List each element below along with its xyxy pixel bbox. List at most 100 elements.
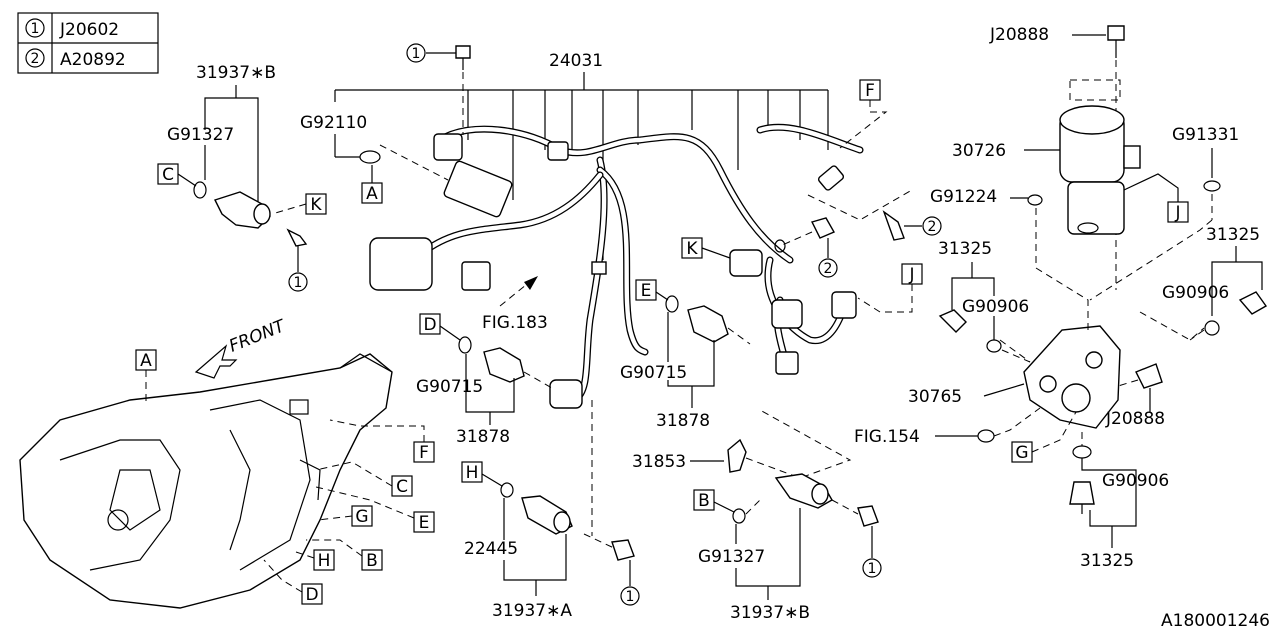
ref-d-bottom: D xyxy=(305,585,318,605)
ref-b-mid: B xyxy=(698,491,710,511)
label-j20888-mid: J20888 xyxy=(1105,409,1165,429)
label-31853: 31853 xyxy=(632,452,686,472)
ref-c-top: C xyxy=(162,165,174,185)
ref-box-b-bottom xyxy=(361,549,383,571)
actuator-30726: J20888 30726 G91331 G91224 J xyxy=(930,25,1239,290)
sensor-group-h: H 1 22445 31937∗A xyxy=(461,400,640,621)
label-g91224: G91224 xyxy=(930,187,997,207)
ref-j-mid: J xyxy=(908,265,914,285)
legend-circle-1 xyxy=(25,18,45,38)
ref-d-mid: D xyxy=(423,315,436,335)
o-ring-g91327-top xyxy=(193,181,207,199)
o-ring-g90715-left xyxy=(458,336,472,354)
label-30726: 30726 xyxy=(952,141,1006,161)
bolt-j20888-mid xyxy=(1135,363,1163,389)
ref-e-mid: E xyxy=(641,281,652,301)
circled-1-bottom-right: 1 xyxy=(868,561,877,577)
o-ring-g92110 xyxy=(359,150,381,164)
ref-c-bottom: C xyxy=(396,477,408,497)
plug-31325-bottom xyxy=(1069,481,1095,505)
ref-h-bottom: H xyxy=(318,551,331,571)
ref-b-bottom: B xyxy=(366,551,378,571)
plug-group-bottom: G90906 31325 xyxy=(1069,432,1169,571)
label-g92110: G92110 xyxy=(300,113,367,133)
g92110-group: G92110 A xyxy=(300,113,449,204)
harness-bracket: 24031 xyxy=(334,51,829,260)
circled-2-upper: 2 xyxy=(928,219,937,235)
plug-31325-left xyxy=(938,309,967,333)
harness-connector-large xyxy=(369,237,433,291)
j-ref-mid: J xyxy=(857,263,923,313)
label-g90715-right: G90715 xyxy=(620,363,687,383)
transmission-assembly: FRONT xyxy=(19,316,393,609)
o-ring-g90906-right xyxy=(1204,320,1220,336)
harness-connector-small xyxy=(461,261,491,291)
harness-connector-box xyxy=(443,160,513,218)
ref-box-d-mid xyxy=(419,313,441,335)
pressure-sensor-31878-left xyxy=(483,347,525,383)
o-ring-22445 xyxy=(500,482,514,498)
label-31937b-top: 31937∗B xyxy=(196,63,276,83)
legend-num-1: 1 xyxy=(31,21,40,37)
ref-e-bottom: E xyxy=(419,513,430,533)
ref-f-bottom: F xyxy=(419,443,429,463)
sensor-group-e: E G90715 31878 xyxy=(620,279,751,431)
ref-box-d-bottom xyxy=(301,583,323,605)
ref-box-b-mid xyxy=(693,489,715,511)
valve-body-30765: 30765 J20888 FIG.154 G xyxy=(854,219,1213,463)
ref-h-mid: H xyxy=(466,463,479,483)
harness-plug-top-left xyxy=(433,133,463,161)
ref-box-h-mid xyxy=(461,461,483,483)
f-ref-top: F 2 xyxy=(807,79,942,241)
legend-code-2: A20892 xyxy=(60,50,126,70)
sensor-group-d: D G90715 31878 xyxy=(416,313,553,447)
legend-circle-2 xyxy=(25,48,45,68)
plug-31325-right xyxy=(1238,291,1268,315)
k-ref-mid: K 2 xyxy=(681,217,838,278)
ref-k-left: K xyxy=(310,195,322,215)
label-31937a: 31937∗A xyxy=(492,601,572,621)
o-ring-g90715-right xyxy=(665,295,679,313)
fig183-group: FIG.183 xyxy=(482,276,548,333)
label-front: FRONT xyxy=(226,316,289,357)
ref-box-e-mid xyxy=(635,279,657,301)
circled-1-top: 1 xyxy=(412,46,421,62)
label-g90906-left: G90906 xyxy=(962,297,1029,317)
o-ring-g90906-left xyxy=(986,339,1002,353)
circled-1-upper-left: 1 xyxy=(294,275,303,291)
bolt-j20888-top xyxy=(1107,25,1125,41)
harness-plug-k xyxy=(729,249,763,277)
harness-plug-bottom xyxy=(549,379,583,409)
label-31325-left: 31325 xyxy=(938,239,992,259)
plug-group-left: 31325 G90906 xyxy=(938,239,1031,363)
ref-box-e-bottom xyxy=(413,511,435,533)
ref-box-h-bottom xyxy=(313,549,335,571)
label-g91331: G91331 xyxy=(1172,125,1239,145)
legend-num-2: 2 xyxy=(31,51,40,67)
harness-plug-lower xyxy=(775,351,799,375)
circled-1-bottom-mid: 1 xyxy=(626,589,635,605)
label-31325-bottom: 31325 xyxy=(1080,551,1134,571)
sensor-group-b: 31853 B 1 G91327 31937∗B xyxy=(632,409,882,623)
ref-g-bottom: G xyxy=(355,507,368,527)
legend-table: 1 J20602 2 A20892 xyxy=(17,12,159,74)
label-31878-left: 31878 xyxy=(456,427,510,447)
diagram-id: A180001246 xyxy=(1161,611,1270,631)
circled-2-mid: 2 xyxy=(824,261,833,277)
harness-plug-j xyxy=(831,291,857,319)
bolt-31937a xyxy=(611,539,635,561)
label-j20888-top: J20888 xyxy=(989,25,1049,45)
ref-j-right: J xyxy=(1174,203,1180,223)
label-g90715-left: G90715 xyxy=(416,377,483,397)
ref-a-top: A xyxy=(366,184,378,204)
harness-plug-f xyxy=(817,165,845,191)
wiring-harness xyxy=(369,123,864,409)
label-fig154: FIG.154 xyxy=(854,427,920,447)
label-31325-right: 31325 xyxy=(1206,225,1260,245)
label-31937b-bottom: 31937∗B xyxy=(730,603,810,623)
sensor-group-upper-left: 31937∗B G91327 C K 1 xyxy=(157,63,327,292)
label-30765: 30765 xyxy=(908,387,962,407)
legend-code-1: J20602 xyxy=(59,20,119,40)
